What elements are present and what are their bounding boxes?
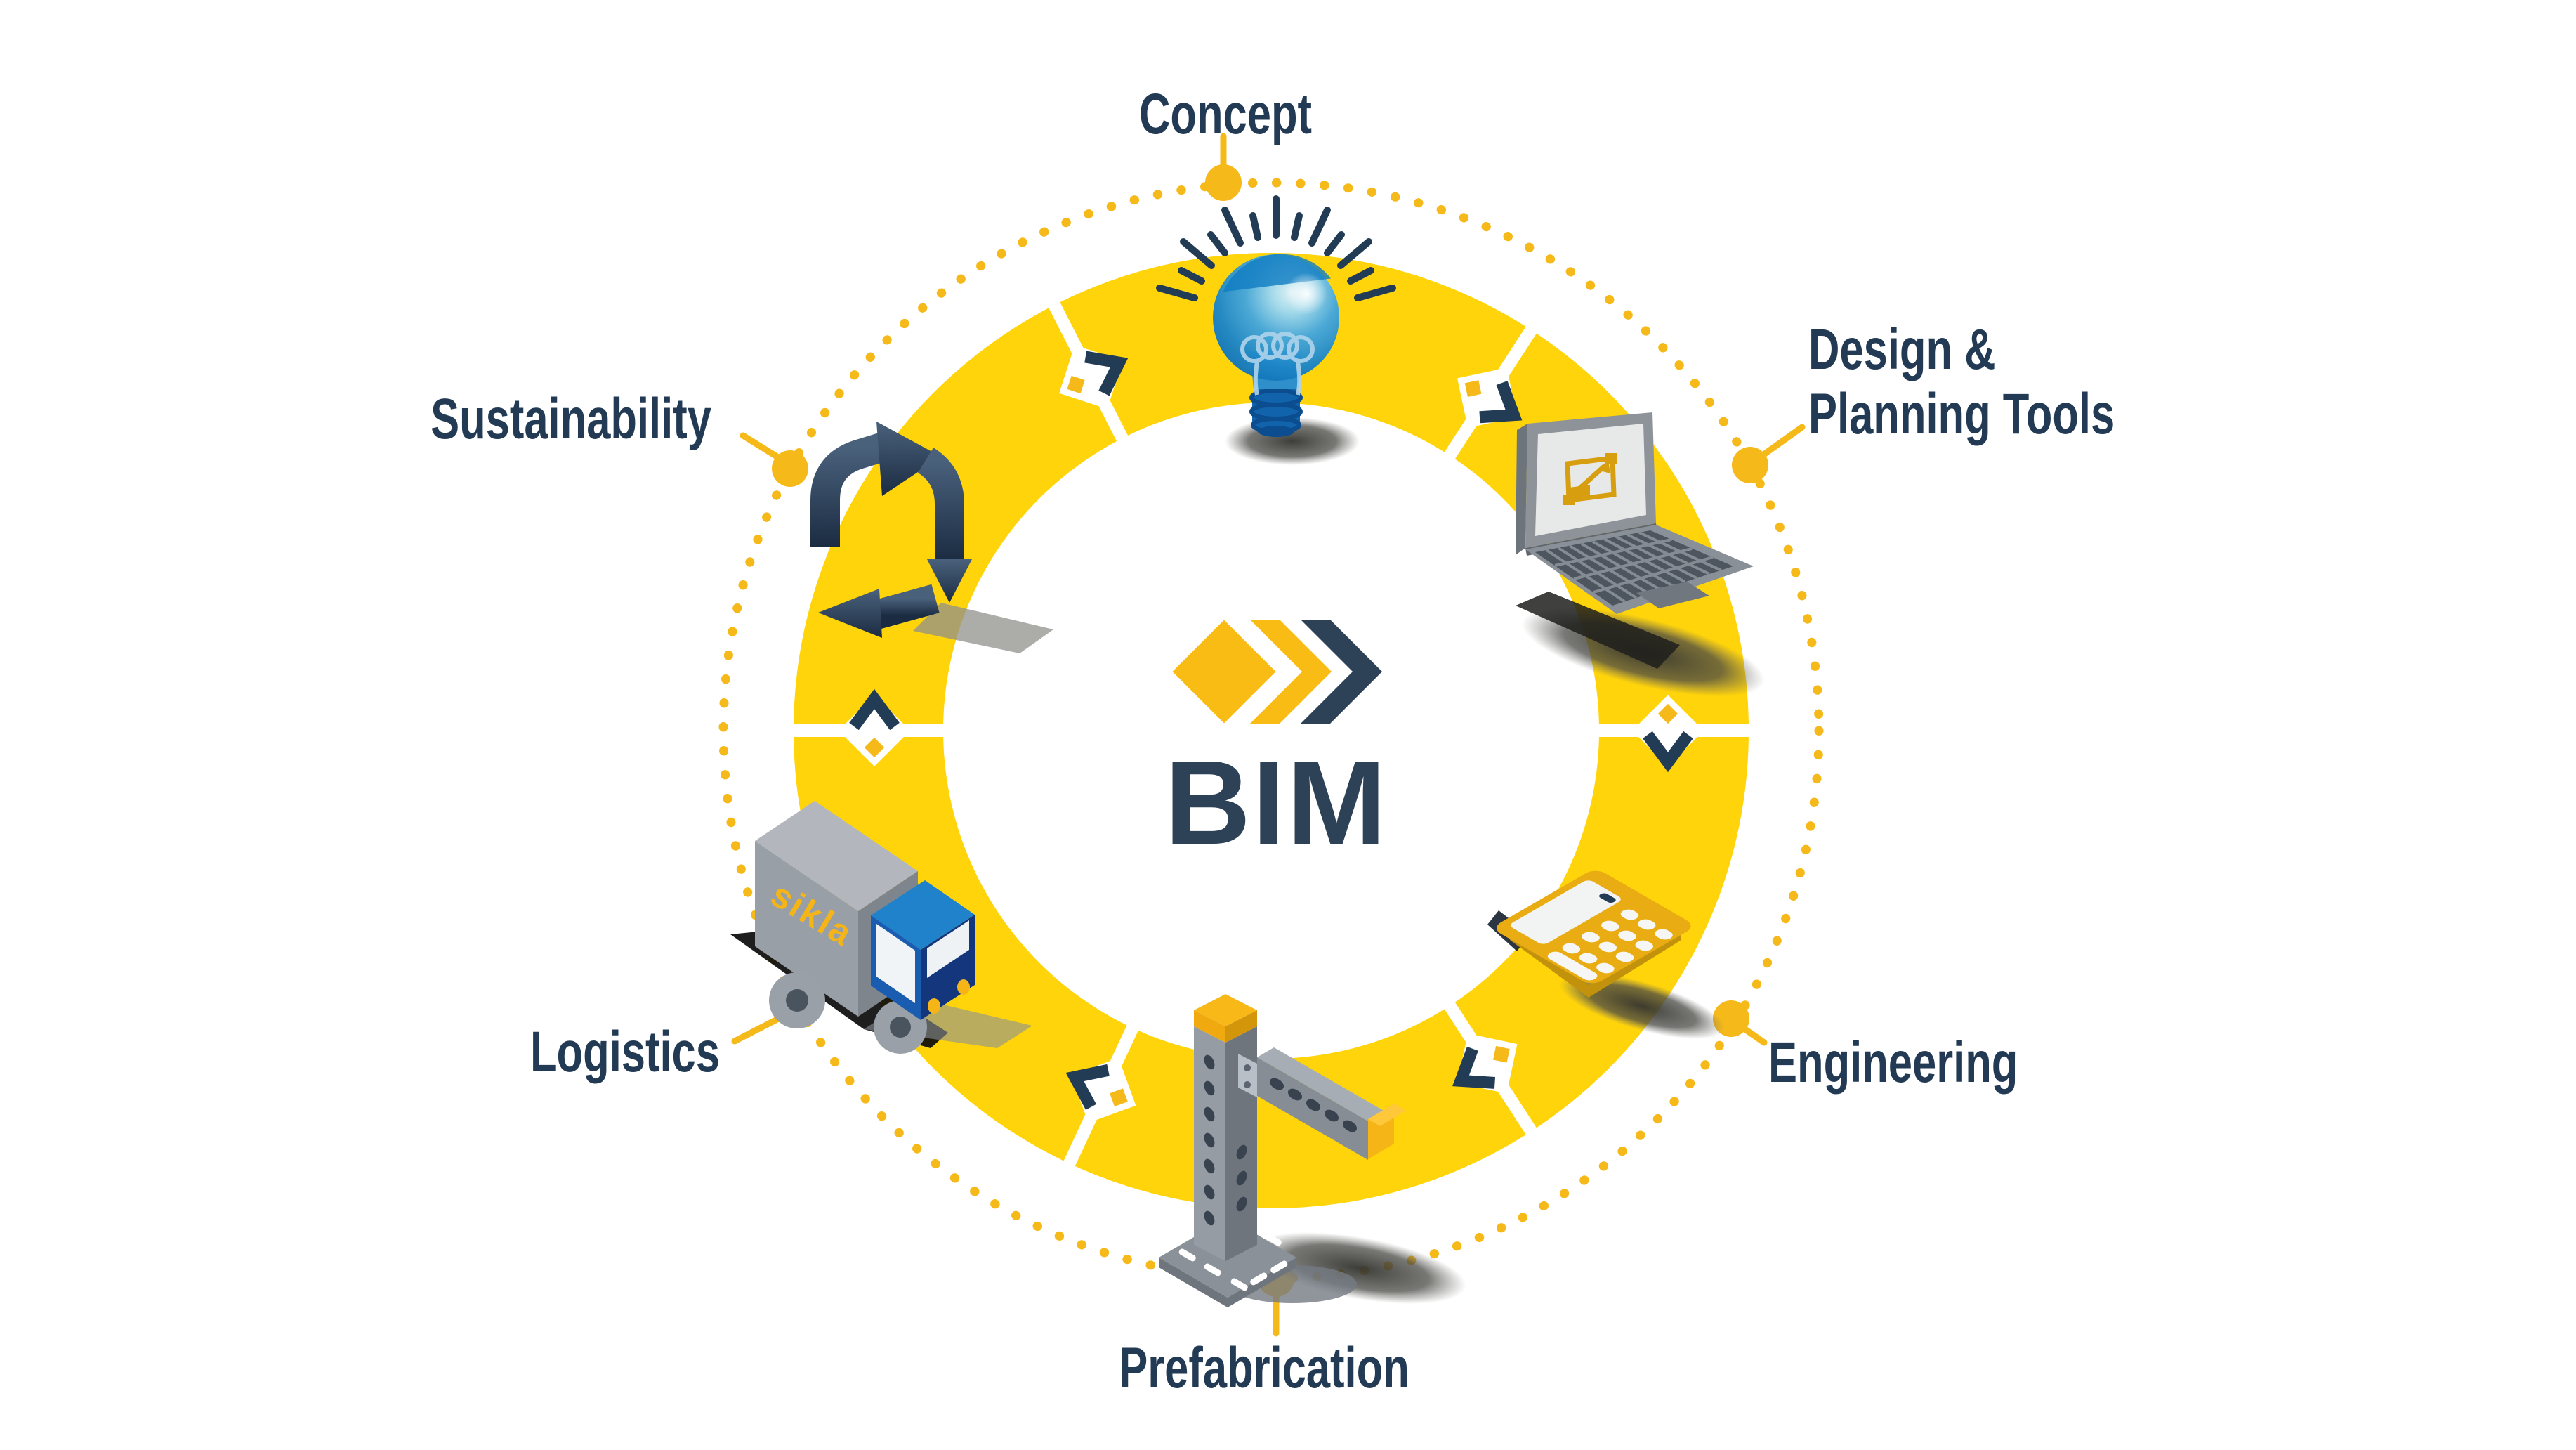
cab-top — [871, 880, 975, 950]
label-design-line1: Design & — [1808, 318, 1996, 381]
recycling-arrows-icon — [810, 422, 1053, 653]
rear-wheel — [769, 972, 825, 1028]
segment-separator — [1062, 1017, 1142, 1170]
anchor-dot-sustainability — [772, 450, 808, 487]
label-design-line2: Planning Tools — [1808, 382, 2115, 446]
label-logistics: Logistics — [530, 1020, 720, 1084]
label-design-planning: Design & Planning Tools — [1808, 318, 2115, 447]
beam-bracket — [1238, 1054, 1257, 1097]
light-rays — [1156, 195, 1396, 301]
calculator-keys — [1547, 909, 1673, 981]
cargo-box-top — [755, 801, 918, 911]
anchor-dot-concept — [1205, 164, 1242, 201]
inner-disc — [943, 403, 1599, 1059]
label-sustainability: Sustainability — [431, 387, 711, 451]
logo-chevron-navy — [1301, 620, 1382, 724]
support-structure-icon — [1159, 994, 1466, 1307]
cargo-box-side — [755, 841, 858, 1017]
center-title: BIM — [1164, 736, 1388, 870]
bim-logo-icon — [1172, 620, 1382, 724]
calculator-display — [1511, 880, 1621, 944]
logo-chevron-yellow — [1250, 620, 1332, 724]
lightbulb-icon — [1156, 195, 1396, 465]
label-prefabrication: Prefabrication — [1119, 1336, 1409, 1400]
laptop-touchpad — [1636, 582, 1709, 608]
segment-separator — [1046, 299, 1132, 449]
segment-separator — [790, 688, 952, 766]
filament — [1240, 332, 1315, 396]
segment-separator — [1591, 695, 1752, 773]
delivery-truck-icon: sikla — [730, 801, 1032, 1054]
calculator-icon — [1487, 870, 1725, 1039]
segment-separator — [1440, 323, 1539, 466]
label-concept: Concept — [1139, 82, 1312, 146]
segment-separators — [790, 299, 1752, 1170]
segment-separator — [1440, 995, 1539, 1138]
anchor-dot-design — [1732, 447, 1768, 483]
label-engineering: Engineering — [1768, 1031, 2018, 1095]
laptop-icon — [1516, 412, 1766, 697]
